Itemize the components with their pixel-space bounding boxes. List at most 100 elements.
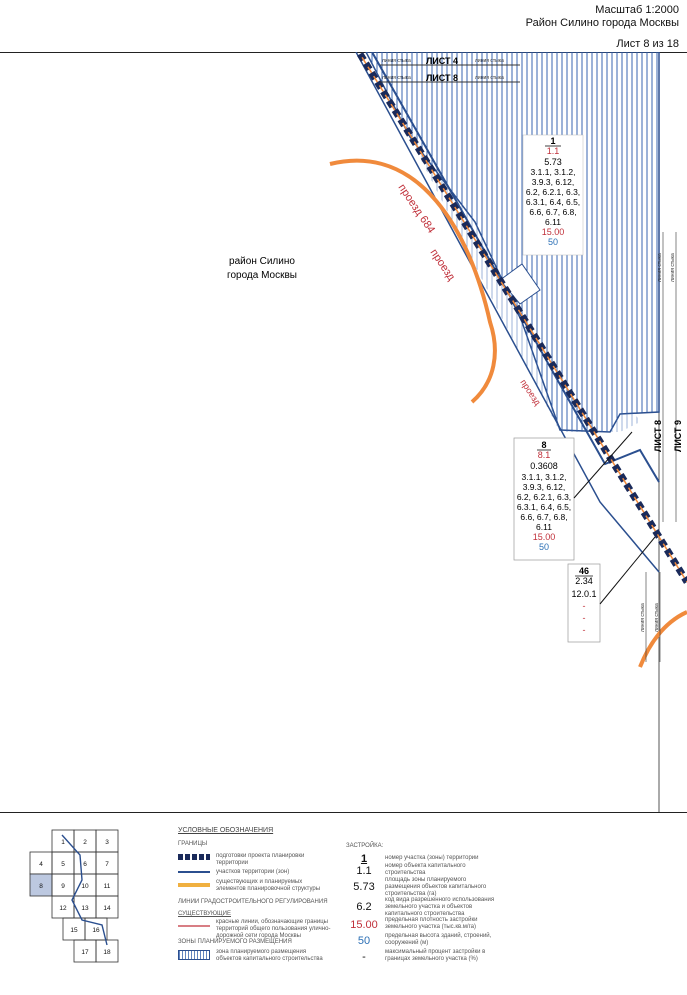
parcel-8-code: 6.11 — [536, 522, 552, 532]
parcel-1-infobox[interactable] — [522, 134, 584, 256]
parcel-8-code: 3.9.3, 6.12, — [523, 482, 566, 492]
parcel-8-code: 6.2, 6.2.1, 6.3, — [517, 492, 571, 502]
parcel-8-infobox[interactable] — [513, 437, 575, 561]
parcel-8-code: 6.3.1, 6.4, 6.5, — [517, 502, 571, 512]
parcel-8-code: 3.1.1, 3.1.2, — [522, 472, 567, 482]
key-sheet-label: 16 — [92, 927, 100, 934]
legend-desc-percent: максимальный процент застройки в граница… — [385, 949, 486, 962]
joint-label-5: линия стыка — [657, 253, 663, 282]
key-sheet-label: 2 — [83, 839, 87, 846]
parcel-46-area: 2.34 — [575, 576, 593, 586]
sheet-key-map[interactable]: 1 2 3 4 5 6 7 8 9 10 11 12 13 14 15 16 1… — [22, 825, 152, 965]
map-area[interactable]: линия стыка линия стыка линия стыка лини… — [0, 52, 687, 812]
key-sheet-label: 3 — [105, 839, 109, 846]
legend-desc-height: предельная высота зданий, строений, соор… — [385, 933, 492, 946]
parcel-46-code: 12.0.1 — [571, 589, 596, 599]
legend-desc-parcel-no: номер участка (зоны) территории — [385, 855, 479, 861]
legend-text-existing: существующих и планируемых элементов пла… — [216, 879, 321, 892]
parcel-1-percent: 50 — [548, 237, 558, 247]
key-sheet-label: 10 — [81, 883, 89, 890]
parcel-8-percent: 50 — [539, 542, 549, 552]
joint-label-6: линия стыка — [670, 253, 676, 282]
legend-value-parcel-no: 1 — [360, 853, 368, 865]
key-sheet-label: 11 — [104, 883, 111, 890]
zone-boundary-line — [371, 52, 660, 483]
legend-text-red-line: красные линии, обозначающие границы терр… — [216, 919, 331, 939]
legend-value-height: 50 — [357, 935, 371, 947]
district-label: Район Силино города Москвы — [525, 17, 679, 29]
parcel-1-code: 6.11 — [545, 217, 561, 227]
legend-symbol-zone — [178, 871, 210, 873]
parcel-46-dash: - — [583, 601, 586, 611]
key-sheet-label: 14 — [103, 905, 111, 912]
joint-label-1: линия стыка — [382, 58, 411, 64]
parcel-1-code: 3.1.1, 3.1.2, — [531, 167, 576, 177]
legend-value-object-no: 1.1 — [356, 865, 372, 877]
joint-label-8: линия стыка — [654, 603, 660, 632]
key-sheet-label: 15 — [70, 927, 78, 934]
key-sheet-label: 17 — [81, 949, 89, 956]
legend-desc-area: площадь зоны планируемого размещения объ… — [385, 877, 487, 897]
legend-symbol-project — [178, 854, 210, 860]
legend-value-density: 15.00 — [350, 919, 378, 931]
joint-label-7: линия стыка — [640, 603, 646, 632]
sheet-joint-label-8: ЛИСТ 8 — [426, 73, 458, 83]
legend-title: УСЛОВНЫЕ ОБОЗНАЧЕНИЯ — [178, 827, 274, 834]
legend-value-use-code: 6.2 — [356, 901, 372, 913]
parcel-1-code: 3.9.3, 6.12, — [532, 177, 575, 187]
key-sheet-label: 7 — [105, 861, 109, 868]
legend: 1 2 3 4 5 6 7 8 9 10 11 12 13 14 15 16 1… — [0, 812, 687, 995]
parcel-46-infobox[interactable] — [567, 563, 601, 643]
legend-section-zones: ЗОНЫ ПЛАНИРУЕМОГО РАЗМЕЩЕНИЯ — [178, 939, 292, 945]
sheet-header: Масштаб 1:2000 Район Силино города Москв… — [0, 0, 687, 53]
legend-section-existing: СУЩЕСТВУЮЩИЕ — [178, 911, 231, 917]
legend-text-zone: участков территории (зон) — [216, 869, 290, 875]
area-label-city: города Москвы — [227, 270, 297, 281]
parcel-1-id: 1 — [550, 136, 555, 146]
parcel-46-id: 46 — [579, 566, 589, 576]
parcel-8-density: 15.00 — [533, 532, 556, 542]
legend-text-hatch: зона планируемого размещения объектов ка… — [216, 949, 323, 962]
parcel-1-code: 6.3.1, 6.4, 6.5, — [526, 197, 580, 207]
parcel-1-density: 15.00 — [542, 227, 565, 237]
hatched-strip — [366, 52, 640, 432]
area-label-district: район Силино — [229, 256, 295, 267]
legend-symbol-hatch — [178, 950, 210, 960]
joint-label-4: линия стыка — [475, 75, 504, 81]
key-sheet-label: 1 — [61, 839, 65, 846]
parcel-8-code: 6.6, 6.7, 6.8, — [520, 512, 567, 522]
legend-value-area: 5.73 — [353, 881, 375, 893]
scale-label: Масштаб 1:2000 — [595, 4, 679, 16]
sheet-joint-label-9: ЛИСТ 9 — [673, 420, 683, 452]
key-sheet-label: 5 — [61, 861, 65, 868]
key-sheet-label: 4 — [39, 861, 43, 868]
legend-symbol-red-line — [178, 925, 210, 927]
legend-value-percent: - — [362, 951, 366, 963]
legend-section-borders: ГРАНИЦЫ — [178, 841, 208, 847]
parcel-1-object: 1.1 — [547, 146, 560, 156]
legend-text-project: подготовки проекта планировки территории — [216, 853, 305, 866]
legend-desc-density: предельная плотность застройки земельног… — [385, 917, 478, 930]
key-sheet-label: 18 — [103, 949, 111, 956]
parcel-1-code: 6.6, 6.7, 6.8, — [529, 207, 576, 217]
parcel-1-area: 5.73 — [544, 157, 562, 167]
joint-label-2: линия стыка — [475, 58, 504, 64]
key-sheet-label: 12 — [59, 905, 67, 912]
key-sheet-label: 13 — [81, 905, 89, 912]
road-boundary-orange-2 — [638, 610, 687, 668]
parcel-46-leader — [599, 536, 656, 605]
parcel-8-object: 8.1 — [538, 450, 551, 460]
road-label-2: проезд — [428, 247, 458, 283]
map-canvas: линия стыка линия стыка линия стыка лини… — [227, 52, 687, 812]
parcel-8-area: 0.3608 — [530, 461, 558, 471]
legend-desc-use-code: код вида разрешенного использования земе… — [385, 897, 495, 917]
key-sheet-label-current: 8 — [39, 883, 43, 890]
road-boundary-orange — [329, 158, 497, 404]
legend-section-lines: ЛИНИИ ГРАДОСТРОИТЕЛЬНОГО РЕГУЛИРОВАНИЯ — [178, 899, 328, 905]
project-boundary-overlay — [359, 53, 687, 583]
sheet-number: Лист 8 из 18 — [616, 38, 679, 50]
sheet-joint-label-8b: ЛИСТ 8 — [653, 420, 663, 452]
sheet-joint-label-4: ЛИСТ 4 — [426, 56, 458, 66]
parcel-8-id: 8 — [541, 440, 546, 450]
joint-label-3: линия стыка — [382, 75, 411, 81]
